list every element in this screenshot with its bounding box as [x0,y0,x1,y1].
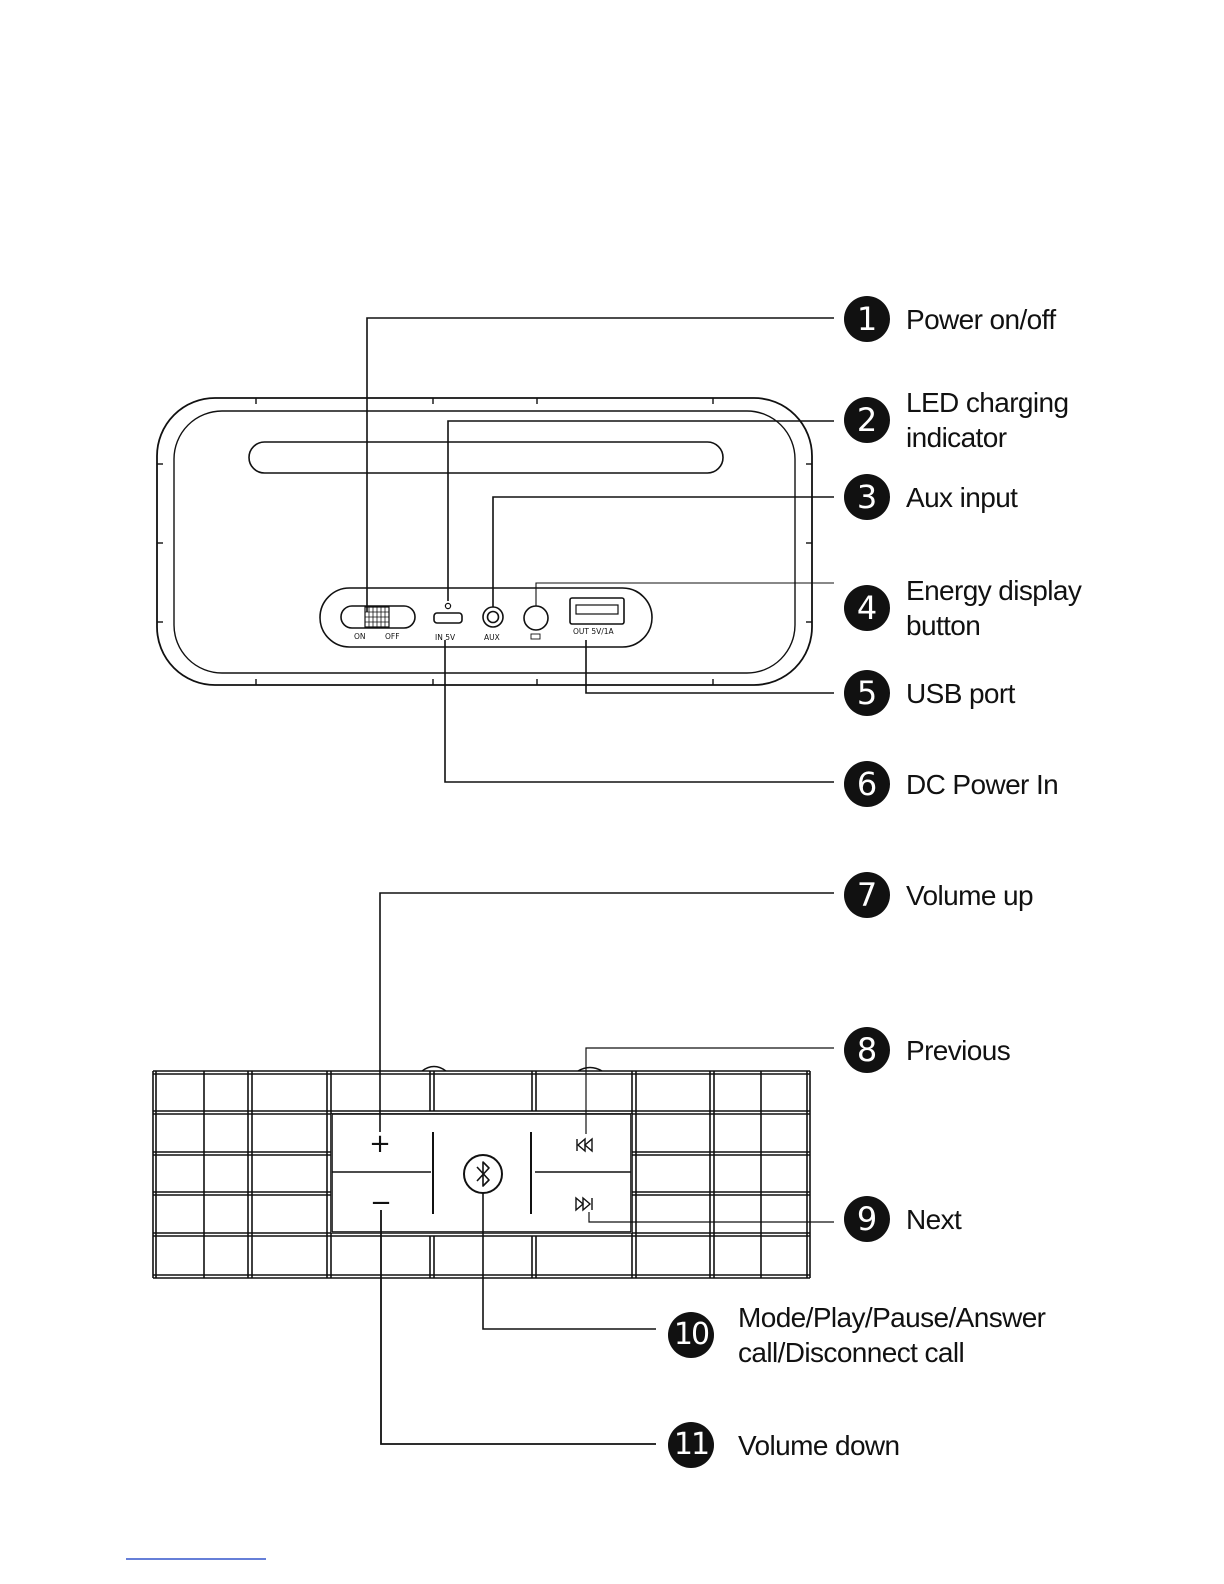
callout-volume-up: 7 Volume up [844,872,1033,918]
callout-label: Mode/Play/Pause/Answer call/Disconnect c… [738,1300,1045,1370]
power-switch[interactable] [341,606,415,628]
callout-usb: 5 USB port [844,670,1015,716]
callout-label: Next [906,1202,961,1237]
callout-number: 5 [844,670,890,716]
switch-on-label: ON [354,632,366,641]
aux-label: AUX [484,633,500,642]
callout-number: 3 [844,474,890,520]
usb-port [570,598,624,624]
label-line: Power on/off [906,304,1056,335]
callout-power: 1 Power on/off [844,296,1056,342]
callout-label: Energy display button [906,573,1081,643]
callout-number: 4 [844,585,890,631]
callout-label: Previous [906,1033,1010,1068]
volume-up-glyph[interactable]: + [369,1129,391,1159]
dc-in-label: IN 5V [435,633,456,642]
label-line: call/Disconnect call [738,1335,1045,1370]
energy-display-button [524,606,548,630]
callout-label: Aux input [906,480,1017,515]
led-indicator [445,603,450,608]
switch-off-label: OFF [385,632,400,641]
callout-label: Power on/off [906,302,1056,337]
callout-label: DC Power In [906,767,1058,802]
label-line: Volume up [906,880,1033,911]
callout-previous: 8 Previous [844,1027,1010,1073]
label-line: Previous [906,1035,1010,1066]
callout-volume-down: 11 Volume down [668,1422,900,1468]
label-line: DC Power In [906,769,1058,800]
callout-label: LED charging indicator [906,385,1068,455]
callout-mode-play: 10 Mode/Play/Pause/Answer call/Disconnec… [668,1300,1045,1370]
callout-number: 2 [844,397,890,443]
label-line: indicator [906,420,1068,455]
vent-slot [249,442,723,473]
label-line: Next [906,1204,961,1235]
callout-label: Volume down [738,1428,900,1463]
callout-number: 9 [844,1196,890,1242]
callout-number: 8 [844,1027,890,1073]
callout-number: 1 [844,296,890,342]
callout-dc-power: 6 DC Power In [844,761,1058,807]
callout-number: 11 [668,1422,714,1468]
usb-out-label: OUT 5V/1A [573,627,615,636]
callout-led: 2 LED charging indicator [844,385,1068,455]
volume-down-glyph[interactable]: − [370,1188,392,1218]
dc-port [434,613,462,623]
label-line: Mode/Play/Pause/Answer [738,1300,1045,1335]
callout-number: 7 [844,872,890,918]
label-line: Energy display [906,573,1081,608]
callout-number: 6 [844,761,890,807]
callout-number: 10 [668,1312,714,1358]
label-line: Volume down [738,1430,900,1461]
label-line: USB port [906,678,1015,709]
callout-aux: 3 Aux input [844,474,1017,520]
callout-label: USB port [906,676,1015,711]
callout-next: 9 Next [844,1196,961,1242]
label-line: button [906,608,1081,643]
label-line: Aux input [906,482,1017,513]
callout-label: Volume up [906,878,1033,913]
aux-jack [483,607,503,627]
callout-energy-display: 4 Energy display button [844,573,1081,643]
label-line: LED charging [906,385,1068,420]
